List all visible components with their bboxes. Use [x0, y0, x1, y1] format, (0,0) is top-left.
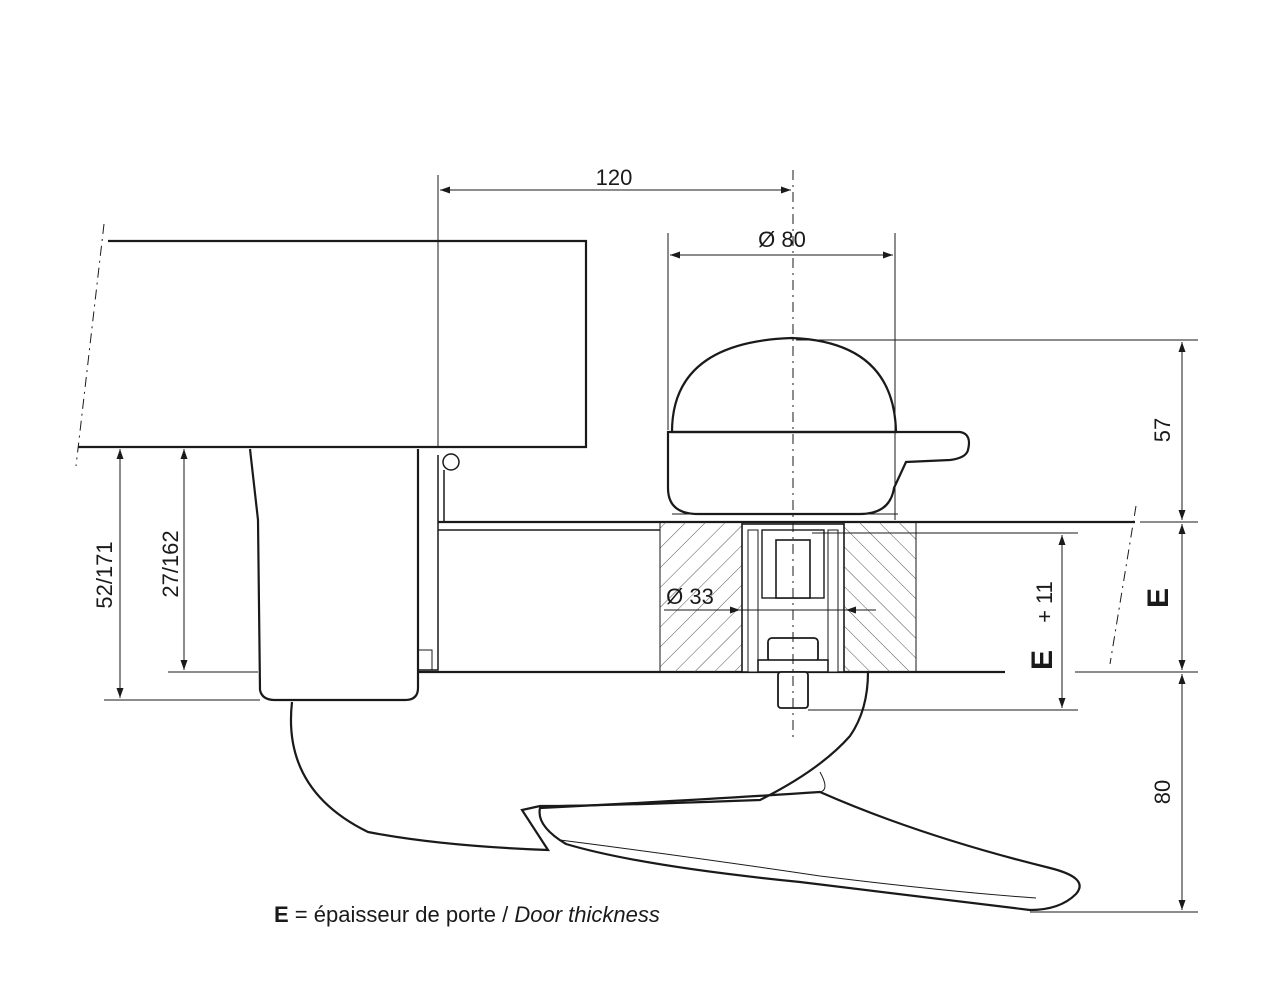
dim-52-171: 52/171	[92, 541, 117, 608]
dimension-lines	[104, 186, 1198, 913]
dim-E-plus-suffix: + 11	[1032, 581, 1057, 623]
dim-E-plus-letter: E	[1026, 650, 1059, 670]
dim-diameter-33: Ø 33	[666, 584, 714, 609]
door-section-hatch	[659, 521, 917, 673]
legend-french: épaisseur de porte /	[313, 902, 515, 927]
legend-english: Door thickness	[514, 902, 660, 927]
door-frame	[75, 175, 588, 467]
dim-27-162: 27/162	[158, 530, 183, 597]
legend-equals: =	[288, 902, 314, 927]
dim-120: 120	[596, 165, 633, 190]
dim-80: 80	[1150, 780, 1175, 804]
hinge-bracket	[248, 448, 466, 702]
lever-handle	[289, 671, 1081, 912]
dim-E-right: E	[1142, 588, 1175, 608]
dim-57: 57	[1150, 418, 1175, 442]
knob	[666, 336, 971, 516]
dim-diameter-80: Ø 80	[758, 227, 806, 252]
legend-symbol: E	[274, 902, 289, 927]
legend: E = épaisseur de porte / Door thickness	[274, 902, 660, 928]
